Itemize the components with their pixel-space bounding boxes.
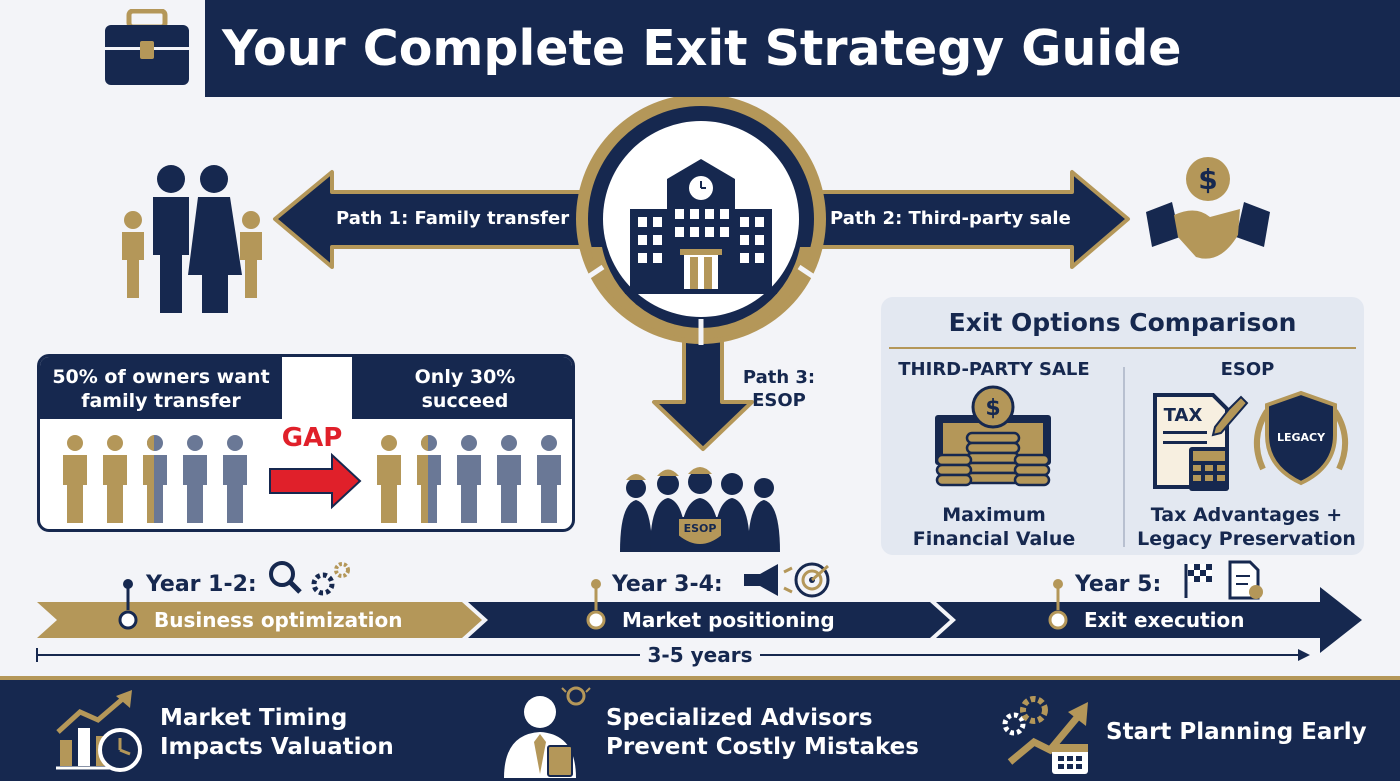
duration-label: 3-5 years xyxy=(647,643,753,667)
path3-label-line1: Path 3: xyxy=(742,367,816,388)
magnifier-icon xyxy=(269,561,302,594)
person-icons-right xyxy=(377,435,561,523)
footer-item-2-line1: Specialized Advisors xyxy=(606,705,873,731)
legacy-label: LEGACY xyxy=(1277,431,1326,444)
target-icon xyxy=(794,562,830,598)
footer-item-1-line1: Market Timing xyxy=(160,705,348,731)
footer: Market Timing Impacts Valuation Speciali… xyxy=(0,676,1400,781)
svg-text:$: $ xyxy=(1198,163,1217,196)
handshake-icon: $ xyxy=(1146,157,1270,259)
gap-people-row xyxy=(63,435,561,523)
gap-right-line1: Only 30% xyxy=(414,366,516,388)
col2-heading: ESOP xyxy=(1220,359,1275,380)
comparison-column-divider xyxy=(1123,367,1125,547)
stage-2-year: Year 3-4: xyxy=(612,572,723,597)
gap-right-header: Only 30% succeed xyxy=(352,357,572,419)
footer-item-2-text: Specialized Advisors Prevent Costly Mist… xyxy=(606,704,919,762)
footer-item-2-line2: Prevent Costly Mistakes xyxy=(606,734,919,760)
col2-line1: Tax Advantages + xyxy=(1150,504,1343,526)
gap-right-line2: succeed xyxy=(421,390,509,412)
gap-arrow-icon xyxy=(269,452,362,510)
stage-1-label: Business optimization xyxy=(154,608,403,632)
path2-label: Path 2: Third-party sale xyxy=(830,208,1071,229)
col1-line2: Financial Value xyxy=(912,528,1076,550)
footer-item-1-line2: Impacts Valuation xyxy=(160,734,394,760)
building-icon xyxy=(625,159,777,294)
timeline-segment-3 xyxy=(936,587,1362,653)
gears-icon xyxy=(311,562,350,596)
milestone-3 xyxy=(1048,610,1068,630)
gap-left-header: 50% of owners want family transfer xyxy=(40,357,282,419)
person-icons-left xyxy=(63,435,247,523)
milestone-2 xyxy=(586,610,606,630)
svg-text:$: $ xyxy=(985,396,1000,421)
esop-workers-icon: ESOP xyxy=(620,467,780,552)
page-title: Your Complete Exit Strategy Guide xyxy=(222,20,1182,77)
stage-2-label: Market positioning xyxy=(622,608,835,632)
path1-label: Path 1: Family transfer xyxy=(336,208,570,229)
esop-badge-text: ESOP xyxy=(684,522,717,535)
col2-line2: Legacy Preservation xyxy=(1137,528,1356,550)
gap-left-line2: family transfer xyxy=(81,390,241,412)
footer-item-3-line1: Start Planning Early xyxy=(1106,719,1367,745)
path3-label-line2: ESOP xyxy=(752,390,806,411)
header-band xyxy=(205,0,1400,97)
checkered-flag-icon xyxy=(1184,564,1212,598)
checklist-icon xyxy=(1228,560,1263,600)
stage-1-year: Year 1-2: xyxy=(146,572,257,597)
col1-heading: THIRD-PARTY SALE xyxy=(898,359,1090,380)
tax-document-icon: TAX xyxy=(1153,393,1249,491)
megaphone-icon xyxy=(744,564,793,596)
timeline-segment-1 xyxy=(37,602,482,638)
gap-left-line1: 50% of owners want xyxy=(52,366,270,388)
footer-item-1-text: Market Timing Impacts Valuation xyxy=(160,704,394,762)
gap-box: 50% of owners want family transfer Only … xyxy=(37,354,575,532)
comparison-title: Exit Options Comparison xyxy=(948,308,1297,337)
timeline-segment-2 xyxy=(468,602,950,638)
timeline xyxy=(36,560,1362,662)
comparison-panel: Exit Options Comparison THIRD-PARTY SALE… xyxy=(881,297,1364,555)
col1-description: Maximum Financial Value xyxy=(881,503,1107,551)
milestone-1 xyxy=(118,610,138,630)
col2-description: Tax Advantages + Legacy Preservation xyxy=(1129,503,1364,551)
advisor-icon xyxy=(504,686,591,778)
briefcase-icon xyxy=(105,9,189,85)
legacy-shield-icon: LEGACY xyxy=(1254,390,1348,486)
tax-legacy-icons: TAX LEGACY xyxy=(1153,390,1348,491)
footer-item-3-text: Start Planning Early xyxy=(1106,718,1367,747)
comparison-divider xyxy=(889,347,1356,349)
money-coins-icon: $ xyxy=(935,385,1051,487)
path3-label: Path 3: ESOP xyxy=(734,366,824,412)
stage-3-label: Exit execution xyxy=(1084,608,1245,632)
gap-label: GAP xyxy=(281,423,343,453)
market-timing-icon xyxy=(56,690,142,772)
tax-label: TAX xyxy=(1164,405,1203,426)
path-diagram: $ xyxy=(122,97,1270,451)
col1-line1: Maximum xyxy=(942,504,1046,526)
planning-early-icon xyxy=(1002,696,1088,774)
stage-3-year: Year 5: xyxy=(1075,572,1162,597)
family-icon xyxy=(122,165,262,313)
